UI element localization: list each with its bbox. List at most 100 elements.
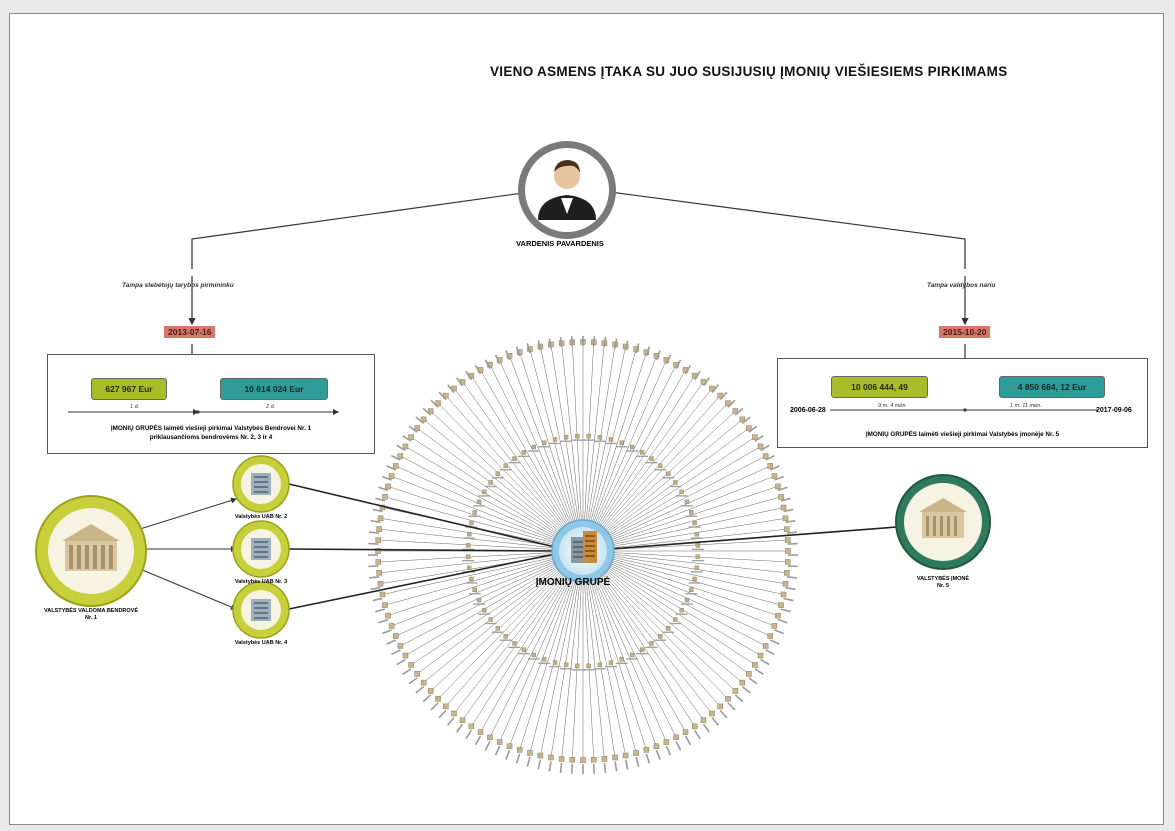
company-node xyxy=(684,499,690,505)
left-event-label: Tampa stebėtojų tarybos pirmininku xyxy=(122,282,234,289)
company-node xyxy=(379,591,386,598)
state-company-1-icon xyxy=(35,495,147,607)
right-end-date: 2017-09-06 xyxy=(1096,407,1132,414)
network-link xyxy=(582,550,749,675)
company-node xyxy=(775,483,781,490)
company-node-label xyxy=(537,340,542,351)
network-link xyxy=(582,348,637,552)
company-node-label xyxy=(769,465,780,471)
right-period-after: 1 m. 11 mėn. xyxy=(1010,403,1042,409)
right-event-label: Tampa valdybos nariu xyxy=(927,282,996,289)
company-node xyxy=(443,392,449,399)
network-link xyxy=(379,528,584,552)
company-node-label xyxy=(765,649,775,656)
network-link xyxy=(437,402,584,552)
company-node-label xyxy=(748,677,758,685)
network-link xyxy=(582,344,616,552)
company-node xyxy=(376,526,382,532)
network-link xyxy=(582,550,784,595)
company-node xyxy=(757,652,764,659)
network-link xyxy=(582,550,771,637)
network-link xyxy=(582,550,657,747)
company-node-label xyxy=(438,391,447,401)
network-link xyxy=(410,550,584,666)
network-link xyxy=(540,346,584,552)
company-node-label xyxy=(635,756,640,767)
company-node-label xyxy=(548,761,552,772)
company-node xyxy=(757,443,764,450)
network-link xyxy=(582,550,779,616)
company-node xyxy=(778,494,784,500)
company-node xyxy=(569,757,576,763)
uab-2-icon xyxy=(232,455,290,513)
company-node xyxy=(548,754,554,761)
company-node-label xyxy=(603,337,607,348)
network-link xyxy=(462,381,584,552)
diagram-page: VIENO ASMENS ĮTAKA SU JUO SUSIJUSIŲ ĮMON… xyxy=(9,13,1164,825)
company-node xyxy=(666,471,671,476)
network-link xyxy=(582,381,704,552)
company-node xyxy=(725,400,731,406)
network-link xyxy=(445,550,584,707)
company-node-label xyxy=(570,336,574,347)
network-link xyxy=(582,550,787,574)
network-link xyxy=(582,550,605,759)
company-node xyxy=(784,559,791,565)
company-node xyxy=(531,652,537,658)
company-node-label xyxy=(396,444,406,452)
state-company-1-label: VALSTYBĖS VALDOMA BENDROVĖ Nr. 1 xyxy=(43,608,138,621)
company-node xyxy=(542,440,547,445)
company-node xyxy=(427,408,434,414)
company-node xyxy=(382,602,388,608)
company-node xyxy=(682,729,689,735)
company-node xyxy=(476,597,482,603)
company-node-label xyxy=(741,685,751,694)
company-node xyxy=(746,425,752,431)
company-node xyxy=(590,757,597,763)
network-link xyxy=(410,436,584,552)
company-node xyxy=(527,750,533,756)
company-node-label xyxy=(702,723,711,733)
company-node xyxy=(558,756,565,762)
company-node-label xyxy=(415,685,425,694)
company-node xyxy=(427,688,434,694)
uab-3-label: Valstybės UAB Nr. 3 xyxy=(234,579,288,585)
company-node xyxy=(782,580,789,587)
company-node xyxy=(689,587,694,592)
company-node-label xyxy=(396,658,406,666)
company-node-label xyxy=(370,586,381,591)
company-node-label xyxy=(783,597,794,602)
company-node xyxy=(552,437,558,442)
right-panel-caption: ĮMONIŲ GRUPĖS laimėti viešieji pirkimai … xyxy=(865,431,1060,438)
company-node-label xyxy=(774,629,785,635)
company-node xyxy=(691,723,698,730)
company-node xyxy=(496,739,503,745)
company-node xyxy=(563,435,569,440)
company-node-label xyxy=(675,359,682,370)
company-node-label xyxy=(465,370,473,381)
network-link xyxy=(582,475,775,552)
network-link xyxy=(582,550,594,760)
company-node xyxy=(653,743,660,749)
company-node-label xyxy=(760,658,770,666)
network-link xyxy=(582,528,787,552)
company-node xyxy=(385,612,391,619)
company-node xyxy=(531,444,537,450)
company-node-label xyxy=(614,338,618,349)
company-node-label xyxy=(381,629,392,635)
company-node-label xyxy=(754,434,764,442)
company-node xyxy=(717,392,723,399)
company-node-label xyxy=(474,364,482,375)
network-link xyxy=(582,550,677,738)
company-node xyxy=(673,734,679,741)
company-node xyxy=(725,696,731,702)
company-node xyxy=(709,710,715,717)
right-timeline xyxy=(830,408,1098,412)
company-node xyxy=(649,456,654,461)
company-node xyxy=(608,437,614,442)
company-node xyxy=(488,617,493,622)
company-node xyxy=(629,652,635,658)
company-node-label xyxy=(684,364,692,375)
network-link xyxy=(582,369,686,552)
company-node-label xyxy=(780,608,791,613)
